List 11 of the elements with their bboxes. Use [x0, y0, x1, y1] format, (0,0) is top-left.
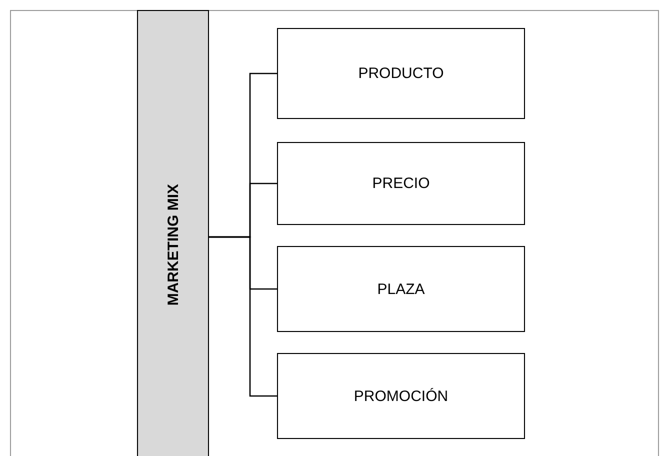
category-box [277, 142, 525, 225]
node-label: PRODUCTO [358, 65, 444, 82]
node-label: PLAZA [377, 280, 425, 298]
category-box [277, 353, 525, 439]
connector-line [209, 236, 277, 397]
node-label: PROMOCIÓN [354, 388, 448, 404]
node-label: PRECIO [372, 175, 430, 192]
node-label: MARKETING MIX [164, 184, 182, 306]
category-box [277, 246, 525, 332]
category-bar [137, 10, 209, 456]
category-box [277, 28, 525, 119]
